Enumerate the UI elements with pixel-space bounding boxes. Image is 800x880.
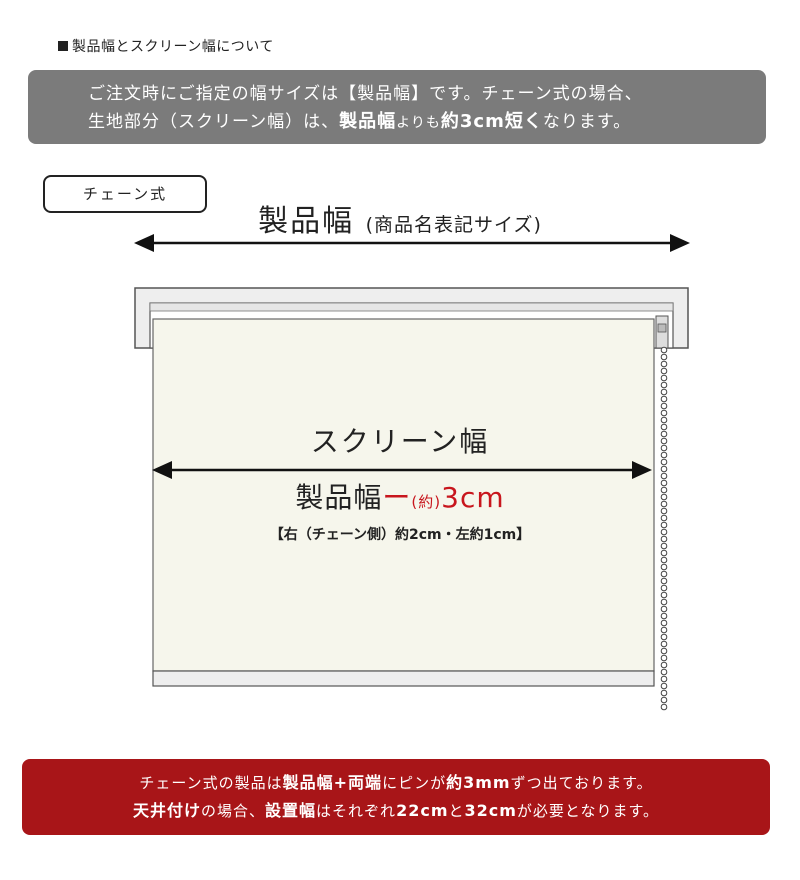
- chain-bead: [660, 654, 668, 662]
- screen-width-detail: 【右（チェーン側）約2cm・左約1cm】: [269, 527, 531, 543]
- product-width-arrow: [134, 234, 690, 252]
- chain-bead: [660, 346, 668, 354]
- formula-product-width: 製品幅: [295, 481, 383, 514]
- chain-bead: [660, 535, 668, 543]
- chain-bead: [660, 416, 668, 424]
- red-note-line-1: チェーン式の製品は製品幅+両端にピンが約3mmずつ出ております。: [22, 769, 770, 797]
- chain-bead: [660, 619, 668, 627]
- product-width-title: 製品幅 (商品名表記サイズ): [0, 196, 800, 240]
- gray-note-line-1: ご注文時にご指定の幅サイズは【製品幅】です。チェーン式の場合、: [88, 84, 643, 104]
- chain-bead: [660, 353, 668, 361]
- chain-bead: [660, 521, 668, 529]
- chain-mechanism: [655, 315, 669, 349]
- red-note-emphasis: 約3mm: [446, 773, 511, 792]
- chain-bead: [660, 465, 668, 473]
- chain-bead: [660, 626, 668, 634]
- chain-bead: [660, 570, 668, 578]
- red-note-text: にピンが: [382, 774, 447, 792]
- chain-bead: [660, 451, 668, 459]
- gray-note-text: 生地部分（スクリーン幅）は、: [88, 112, 340, 132]
- chain-bead: [660, 556, 668, 564]
- red-note-emphasis: 設置幅: [265, 801, 317, 820]
- chain-bead: [660, 388, 668, 396]
- product-width-label: 製品幅: [258, 204, 355, 239]
- chain-bead: [660, 395, 668, 403]
- chain-bead: [660, 563, 668, 571]
- chain-bead: [660, 605, 668, 613]
- chain-bead: [660, 409, 668, 417]
- screen-width-label: スクリーン幅: [310, 425, 490, 458]
- chain-bead: [660, 675, 668, 683]
- red-note-text: の場合、: [201, 802, 266, 820]
- chain-bead: [660, 360, 668, 368]
- gray-note-text: なります。: [542, 112, 632, 132]
- chain-bead: [660, 591, 668, 599]
- chain-bead: [660, 598, 668, 606]
- chain-bead: [660, 689, 668, 697]
- chain-bead: [660, 549, 668, 557]
- red-note-text: が必要となります。: [516, 802, 659, 820]
- red-note-text: はそれぞれ: [316, 802, 397, 820]
- screen-width-formula: 製品幅ー(約)3cm: [150, 476, 650, 516]
- section-header-text: 製品幅とスクリーン幅について: [72, 39, 274, 55]
- chain-bead: [660, 584, 668, 592]
- red-note-text: と: [448, 802, 465, 820]
- chain-bead: [660, 633, 668, 641]
- red-note-emphasis: 天井付け: [133, 801, 202, 820]
- chain-bead: [660, 703, 668, 711]
- chain-bead: [660, 493, 668, 501]
- chain-type-tag: チェーン式: [43, 175, 207, 213]
- chain-bead: [660, 696, 668, 704]
- chain-bead: [660, 668, 668, 676]
- chain-bead: [660, 647, 668, 655]
- red-note-band: チェーン式の製品は製品幅+両端にピンが約3mmずつ出ております。 天井付けの場合…: [22, 759, 770, 835]
- chain-bead: [660, 682, 668, 690]
- red-note-emphasis: 製品幅+両端: [282, 773, 383, 792]
- chain-bead: [660, 423, 668, 431]
- chain-bead: [660, 381, 668, 389]
- gray-note-emphasis: 約3cm短く: [440, 111, 543, 132]
- chain-bead: [660, 507, 668, 515]
- chain-bead: [660, 402, 668, 410]
- chain-bead: [660, 430, 668, 438]
- formula-approx: (約): [411, 493, 442, 511]
- formula-value: 3cm: [441, 481, 505, 514]
- chain-bead: [660, 472, 668, 480]
- formula-minus: ー: [382, 481, 412, 514]
- screen-width-arrow: [152, 461, 652, 479]
- red-note-emphasis: 22cm: [396, 801, 449, 820]
- red-note-text: ずつ出ております。: [510, 774, 653, 792]
- chain-bead: [660, 577, 668, 585]
- chain-bead: [660, 486, 668, 494]
- chain-bead: [660, 542, 668, 550]
- chain-bead: [660, 514, 668, 522]
- chain-bead: [660, 367, 668, 375]
- product-width-sublabel: (商品名表記サイズ): [365, 214, 542, 236]
- red-note-emphasis: 32cm: [464, 801, 517, 820]
- section-header: 製品幅とスクリーン幅について: [58, 36, 274, 56]
- chain-bead: [660, 479, 668, 487]
- square-bullet-icon: [58, 41, 68, 51]
- chain-bead: [660, 661, 668, 669]
- red-note-text: チェーン式の製品は: [139, 774, 283, 792]
- chain-bead: [660, 640, 668, 648]
- gray-note-text: よりも: [396, 115, 441, 131]
- chain: [660, 346, 668, 711]
- chain-bead: [660, 444, 668, 452]
- gray-note-line-2: 生地部分（スクリーン幅）は、製品幅よりも約3cm短くなります。: [88, 108, 766, 137]
- chain-bead: [660, 437, 668, 445]
- chain-bead: [660, 528, 668, 536]
- fabric-screen: [152, 318, 655, 687]
- chain-bead: [660, 612, 668, 620]
- chain-bead: [660, 374, 668, 382]
- chain-bead: [660, 458, 668, 466]
- chain-bead: [660, 500, 668, 508]
- red-note-line-2: 天井付けの場合、設置幅はそれぞれ22cmと32cmが必要となります。: [22, 797, 770, 825]
- gray-note-emphasis: 製品幅: [339, 111, 397, 132]
- gray-note-band: ご注文時にご指定の幅サイズは【製品幅】です。チェーン式の場合、 生地部分（スクリ…: [28, 70, 766, 144]
